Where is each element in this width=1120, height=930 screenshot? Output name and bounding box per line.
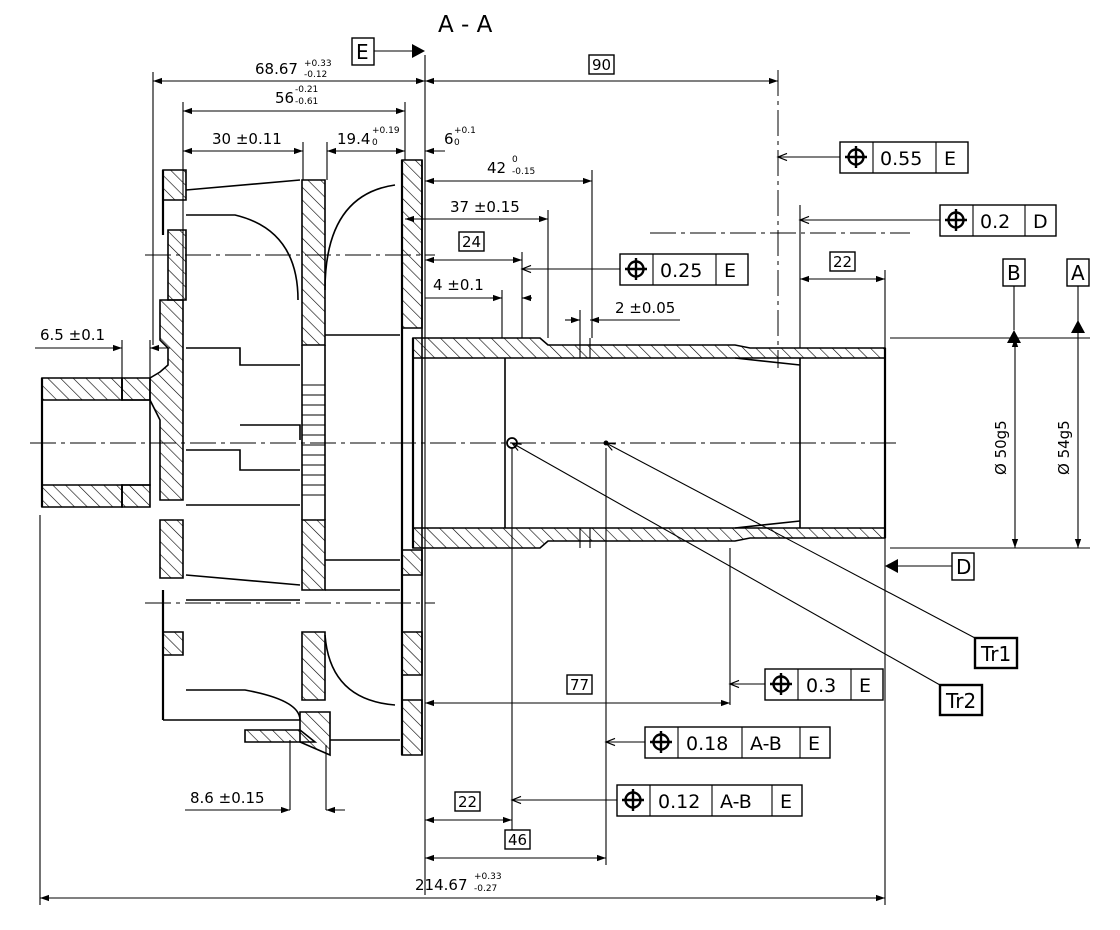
label-tr1: Tr1 — [980, 642, 1011, 666]
basic-dim-90: 90 — [592, 56, 611, 74]
datums: E B A D — [351, 37, 1090, 581]
svg-text:+0.1: +0.1 — [454, 126, 476, 136]
fcf-0-3: 0.3 E — [764, 668, 884, 701]
basic-dimensions: 90 24 22 77 22 46 — [454, 54, 856, 850]
svg-text:+0.19: +0.19 — [372, 126, 400, 136]
dim-6: 6 — [444, 130, 454, 148]
svg-text:0.12: 0.12 — [658, 791, 700, 813]
svg-text:0: 0 — [372, 138, 378, 148]
dim-42: 42 — [487, 159, 506, 177]
svg-text:0.18: 0.18 — [686, 733, 728, 755]
position-icon — [625, 258, 647, 280]
part-section — [40, 159, 887, 757]
feature-control-frames: 0.55 E 0.2 D 0.25 E — [510, 141, 1057, 817]
svg-text:+0.33: +0.33 — [304, 59, 332, 69]
datum-a: A — [1071, 261, 1085, 285]
svg-text:-0.12: -0.12 — [304, 70, 327, 80]
datum-b: B — [1007, 261, 1021, 285]
dim-6-5: 6.5 ±0.1 — [40, 326, 105, 344]
section-title: A - A — [438, 12, 493, 38]
svg-text:-0.15: -0.15 — [512, 167, 535, 177]
dim-2: 2 ±0.05 — [615, 299, 675, 317]
basic-dim-24: 24 — [462, 233, 481, 251]
basic-dim-77: 77 — [570, 676, 589, 694]
svg-text:A-B: A-B — [750, 733, 782, 755]
basic-dim-22-bot: 22 — [458, 793, 477, 811]
svg-text:D: D — [1033, 211, 1048, 233]
fcf-0-18: 0.18 A-B E — [644, 726, 831, 759]
svg-text:0: 0 — [512, 155, 518, 165]
position-icon — [845, 146, 867, 168]
svg-text:0: 0 — [454, 138, 460, 148]
datum-e: E — [356, 40, 369, 64]
dim-214: 214.67 — [415, 876, 468, 894]
svg-text:+0.33: +0.33 — [474, 872, 502, 882]
extension-lines — [39, 55, 1090, 905]
svg-text:E: E — [944, 148, 956, 170]
svg-text:-0.21: -0.21 — [295, 85, 318, 95]
position-icon — [945, 209, 967, 231]
dimension-lines — [35, 77, 1082, 902]
fcf-0-55: 0.55 E — [839, 141, 969, 174]
svg-text:E: E — [859, 675, 871, 697]
datum-d: D — [956, 555, 971, 579]
reference-labels: Tr1 Tr2 — [510, 442, 1019, 717]
dim-4: 4 ±0.1 — [433, 276, 484, 294]
svg-text:E: E — [780, 791, 792, 813]
svg-text:A-B: A-B — [720, 791, 752, 813]
svg-text:E: E — [808, 733, 820, 755]
basic-dim-46: 46 — [508, 831, 527, 849]
label-tr2: Tr2 — [945, 689, 976, 713]
svg-text:-0.27: -0.27 — [474, 884, 497, 894]
dim-dia-50: Ø 50g5 — [992, 420, 1010, 475]
fcf-0-25: 0.25 E — [619, 253, 749, 286]
position-icon — [770, 673, 792, 695]
svg-text:0.55: 0.55 — [880, 148, 922, 170]
dim-56: 56 — [275, 89, 294, 107]
svg-text:0.2: 0.2 — [980, 211, 1010, 233]
dim-30: 30 ±0.11 — [212, 130, 282, 148]
dim-19-4: 19.4 — [337, 130, 370, 148]
svg-text:E: E — [724, 260, 736, 282]
position-icon — [650, 731, 672, 753]
dim-dia-54: Ø 54g5 — [1055, 420, 1073, 475]
fcf-0-2: 0.2 D — [939, 204, 1057, 237]
basic-dim-22-top: 22 — [833, 253, 852, 271]
position-icon — [622, 789, 644, 811]
fcf-0-12: 0.12 A-B E — [616, 784, 803, 817]
svg-text:-0.61: -0.61 — [295, 97, 318, 107]
svg-text:0.25: 0.25 — [660, 260, 702, 282]
dimension-texts: 68.67 +0.33 -0.12 56 -0.21 -0.61 30 ±0.1… — [40, 59, 1073, 894]
dim-8-6: 8.6 ±0.15 — [190, 789, 265, 807]
dim-37: 37 ±0.15 — [450, 198, 520, 216]
svg-text:0.3: 0.3 — [806, 675, 836, 697]
dim-68-67: 68.67 — [255, 60, 298, 78]
